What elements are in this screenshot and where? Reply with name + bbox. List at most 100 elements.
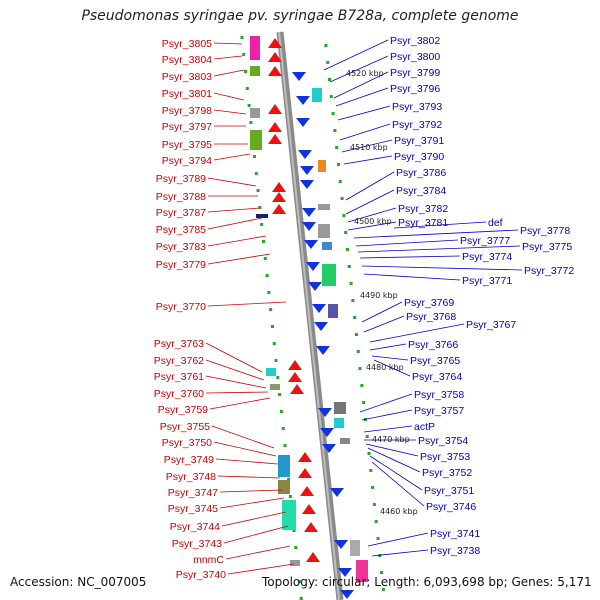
left-connector-line bbox=[205, 391, 269, 394]
tick-mark bbox=[288, 495, 292, 498]
tick-mark bbox=[345, 248, 349, 251]
right-connector-line bbox=[347, 221, 397, 231]
tick-mark bbox=[347, 265, 351, 268]
right-connector-line bbox=[365, 443, 419, 457]
right-gene-label: Psyr_3765 bbox=[410, 355, 460, 367]
forward-gene-arrow bbox=[268, 104, 282, 114]
left-connector-line bbox=[207, 177, 257, 187]
reverse-gene-arrow bbox=[322, 444, 336, 453]
left-gene-label: Psyr_3743 bbox=[172, 538, 222, 550]
forward-gene-arrow bbox=[268, 38, 282, 48]
left-connector-line bbox=[219, 489, 283, 493]
tick-mark bbox=[329, 95, 333, 98]
right-gene-label: Psyr_3757 bbox=[414, 405, 464, 417]
left-connector-line bbox=[205, 342, 263, 373]
right-connector-line bbox=[361, 301, 403, 323]
right-connector-line bbox=[371, 549, 429, 557]
gene-block bbox=[340, 438, 350, 444]
reverse-gene-arrow bbox=[312, 304, 326, 313]
left-connector-line bbox=[213, 42, 243, 45]
left-gene-label: Psyr_3761 bbox=[154, 371, 204, 383]
tick-mark bbox=[349, 282, 353, 285]
left-connector-line bbox=[207, 217, 263, 230]
right-gene-label: Psyr_3777 bbox=[460, 235, 510, 247]
left-connector-line bbox=[205, 359, 265, 381]
left-gene-label: Psyr_3787 bbox=[156, 207, 206, 219]
scale-mark-label: 4500 kbp bbox=[354, 217, 392, 226]
gene-block bbox=[290, 560, 300, 566]
tick-mark bbox=[344, 231, 348, 234]
tick-mark bbox=[272, 342, 276, 345]
right-gene-label: Psyr_3753 bbox=[420, 451, 470, 463]
right-gene-label: Psyr_3778 bbox=[520, 225, 570, 237]
scale-mark-label: 4510 kbp bbox=[350, 143, 388, 152]
left-connector-line bbox=[211, 425, 275, 449]
left-gene-label: Psyr_3750 bbox=[162, 437, 212, 449]
gene-features bbox=[250, 36, 368, 599]
right-gene-label: def bbox=[488, 217, 503, 229]
right-gene-label: Psyr_3791 bbox=[394, 135, 444, 147]
gene-block bbox=[278, 455, 290, 477]
left-connector-line bbox=[217, 475, 281, 479]
tick-mark bbox=[276, 376, 280, 379]
forward-gene-arrow bbox=[298, 468, 312, 478]
right-gene-label: Psyr_3738 bbox=[430, 545, 480, 557]
right-gene-labels: Psyr_3802Psyr_3800Psyr_3799Psyr_3796Psyr… bbox=[390, 35, 574, 557]
tick-mark bbox=[260, 223, 264, 226]
right-gene-label: Psyr_3781 bbox=[398, 217, 448, 229]
right-gene-label: Psyr_3802 bbox=[390, 35, 440, 47]
reverse-gene-arrow bbox=[314, 322, 328, 331]
left-gene-label: Psyr_3797 bbox=[162, 121, 212, 133]
tick-mark bbox=[261, 240, 265, 243]
right-gene-label: Psyr_3741 bbox=[430, 528, 480, 540]
right-connector-line bbox=[369, 323, 465, 343]
tick-mark bbox=[252, 155, 256, 158]
reverse-gene-arrow bbox=[306, 262, 320, 271]
right-connector-line bbox=[323, 39, 389, 71]
left-connector-line bbox=[205, 375, 267, 389]
forward-gene-arrow bbox=[304, 522, 318, 532]
tick-mark bbox=[247, 104, 251, 107]
right-gene-label: Psyr_3752 bbox=[422, 467, 472, 479]
left-gene-label: Psyr_3803 bbox=[162, 71, 212, 83]
right-gene-label: Psyr_3767 bbox=[466, 319, 516, 331]
right-connector-line bbox=[333, 71, 389, 99]
right-connector-line bbox=[363, 425, 413, 433]
right-connector-line bbox=[369, 455, 423, 491]
forward-gene-arrow bbox=[268, 134, 282, 144]
tick-mark bbox=[354, 333, 358, 336]
tick-mark bbox=[256, 189, 260, 192]
right-connector-line bbox=[341, 139, 393, 153]
right-connector-line bbox=[347, 207, 397, 223]
forward-gene-arrow bbox=[300, 486, 314, 496]
tick-mark bbox=[335, 146, 339, 149]
gene-block bbox=[350, 540, 360, 556]
left-gene-label: Psyr_3748 bbox=[166, 471, 216, 483]
tick-mark bbox=[297, 580, 301, 583]
gene-block bbox=[282, 500, 296, 530]
reverse-gene-arrow bbox=[318, 408, 332, 417]
right-connector-line bbox=[329, 55, 389, 83]
reverse-gene-arrow bbox=[316, 346, 330, 355]
left-connector-line bbox=[215, 458, 279, 465]
right-connector-line bbox=[343, 155, 393, 165]
tick-mark bbox=[263, 257, 267, 260]
forward-gene-arrow bbox=[306, 552, 320, 562]
tick-mark bbox=[281, 427, 285, 430]
right-connector-line bbox=[345, 171, 395, 201]
right-connector-line bbox=[345, 189, 395, 215]
tick-mark bbox=[265, 274, 269, 277]
left-gene-label: mnmC bbox=[193, 554, 224, 566]
reverse-gene-arrow bbox=[320, 428, 334, 437]
tick-mark bbox=[333, 129, 337, 132]
right-connector-line bbox=[373, 359, 411, 377]
left-gene-label: Psyr_3740 bbox=[176, 569, 226, 581]
left-connector-line bbox=[213, 69, 245, 77]
tick-mark bbox=[328, 78, 332, 81]
map-title: Pseudomonas syringae pv. syringae B728a,… bbox=[81, 8, 519, 24]
tick-mark bbox=[254, 172, 258, 175]
tick-mark bbox=[365, 435, 369, 438]
tick-mark bbox=[287, 478, 291, 481]
tick-mark bbox=[369, 469, 373, 472]
